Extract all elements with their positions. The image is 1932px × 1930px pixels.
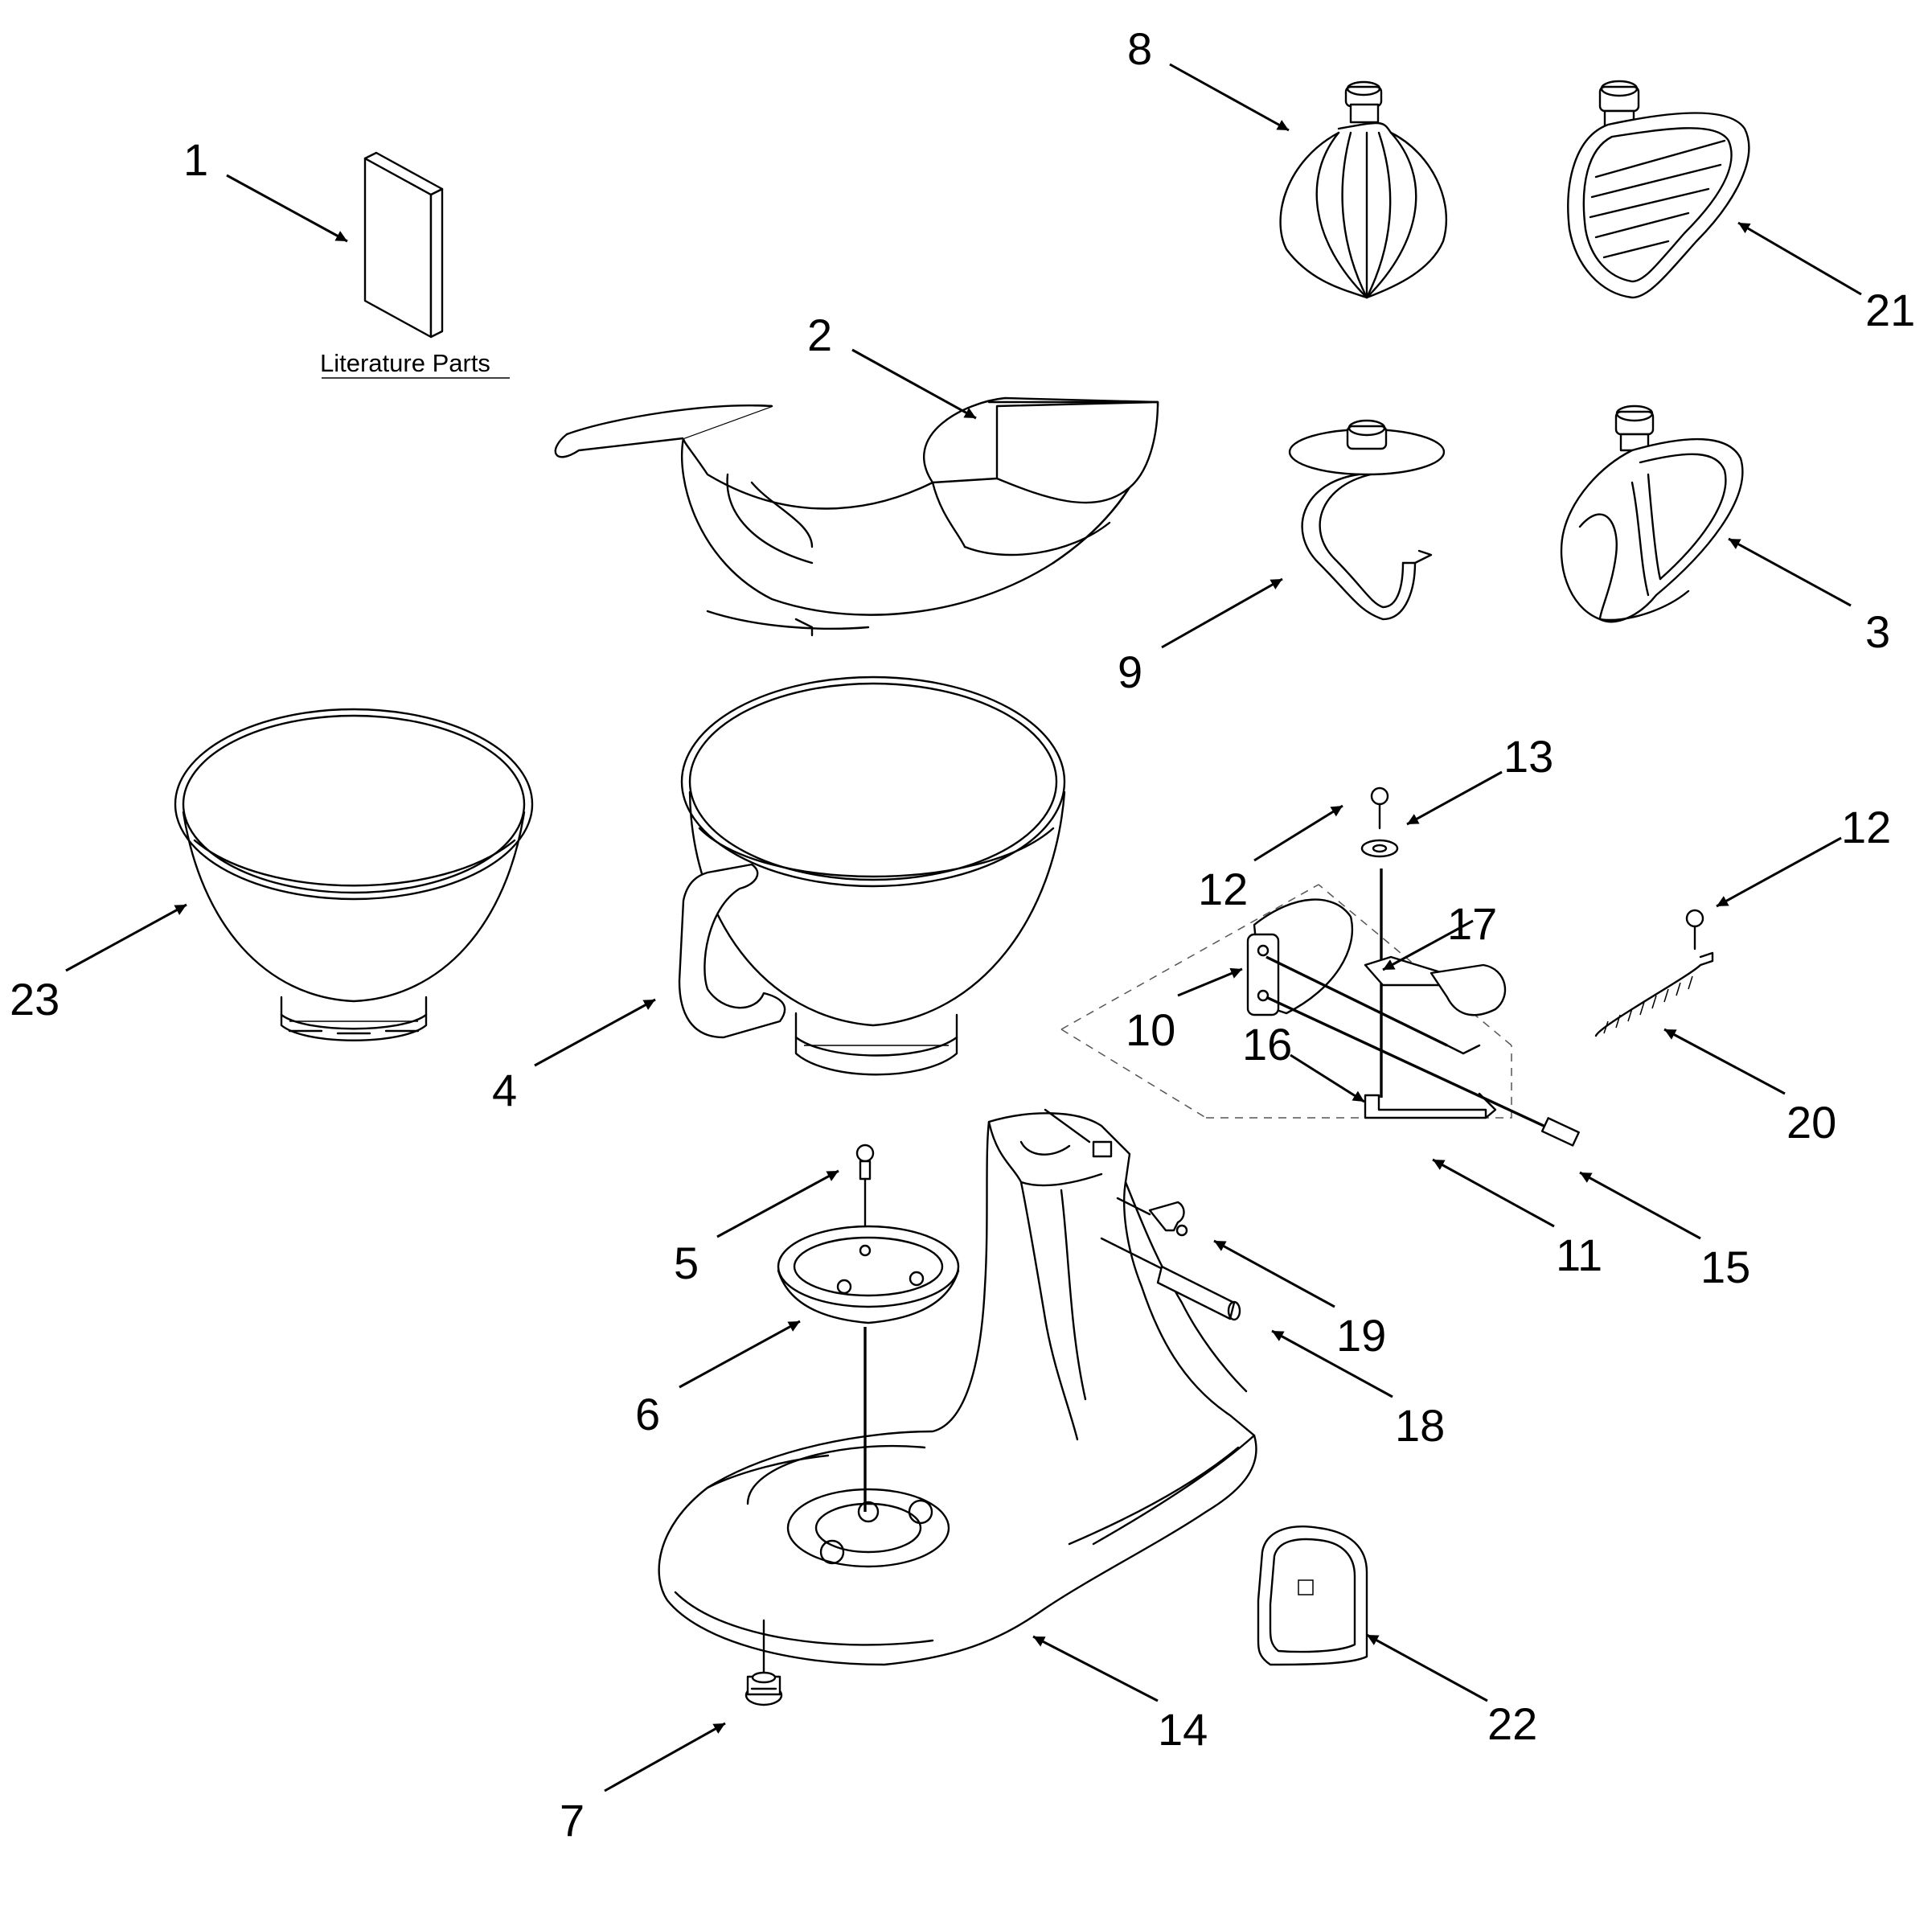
part-9-dough-hook — [1288, 419, 1446, 621]
callout-20: 20 — [1786, 1097, 1836, 1148]
callout-3: 3 — [1865, 606, 1890, 657]
callout-12-hinge: 12 — [1198, 864, 1248, 914]
part-14-mixer-base — [658, 1108, 1257, 1666]
part-20-spring — [1594, 909, 1714, 1037]
callout-10: 10 — [1126, 1004, 1175, 1055]
callout-22: 22 — [1487, 1698, 1537, 1749]
hinge-assembly — [1060, 786, 1580, 1147]
part-4-bowl-with-handle — [678, 676, 1066, 1076]
callout-labels: 1 2 3 4 5 6 7 8 9 10 11 12 12 13 14 15 1… — [10, 23, 1915, 1846]
callout-13: 13 — [1503, 731, 1553, 782]
part-1-literature-booklet — [322, 151, 510, 379]
part-5-screw — [855, 1144, 875, 1244]
callout-15: 15 — [1700, 1242, 1750, 1292]
callout-21: 21 — [1865, 285, 1915, 335]
callout-9: 9 — [1118, 647, 1142, 697]
literature-parts-label: Literature Parts — [320, 349, 490, 377]
callout-16: 16 — [1242, 1019, 1292, 1070]
callout-1: 1 — [183, 134, 208, 185]
callout-12-spring: 12 — [1841, 802, 1891, 852]
callout-5: 5 — [674, 1238, 699, 1288]
callout-18: 18 — [1395, 1400, 1445, 1451]
part-22-badge — [1257, 1526, 1368, 1666]
part-21-flex-beater — [1567, 80, 1750, 299]
part-19-hinge-plate — [1116, 1197, 1188, 1237]
callout-23: 23 — [10, 974, 59, 1025]
callout-11: 11 — [1556, 1230, 1602, 1280]
callout-4: 4 — [492, 1065, 517, 1115]
part-2-pouring-shield — [554, 396, 1159, 637]
callout-arrows — [65, 63, 1862, 1792]
part-6-bowl-clamp-plate — [777, 1225, 960, 1512]
part-18-hinge-pin — [1100, 1237, 1241, 1321]
part-23-bowl — [174, 708, 534, 1041]
callout-17: 17 — [1447, 898, 1497, 949]
callout-7: 7 — [560, 1795, 585, 1846]
part-8-wire-whip — [1279, 80, 1447, 299]
callout-2: 2 — [807, 310, 832, 360]
callout-8: 8 — [1127, 23, 1152, 74]
part-3-flat-beater — [1560, 404, 1744, 623]
callout-14: 14 — [1158, 1704, 1208, 1755]
part-7-foot — [744, 1619, 783, 1706]
callout-6: 6 — [635, 1389, 660, 1439]
callout-19: 19 — [1336, 1310, 1386, 1361]
